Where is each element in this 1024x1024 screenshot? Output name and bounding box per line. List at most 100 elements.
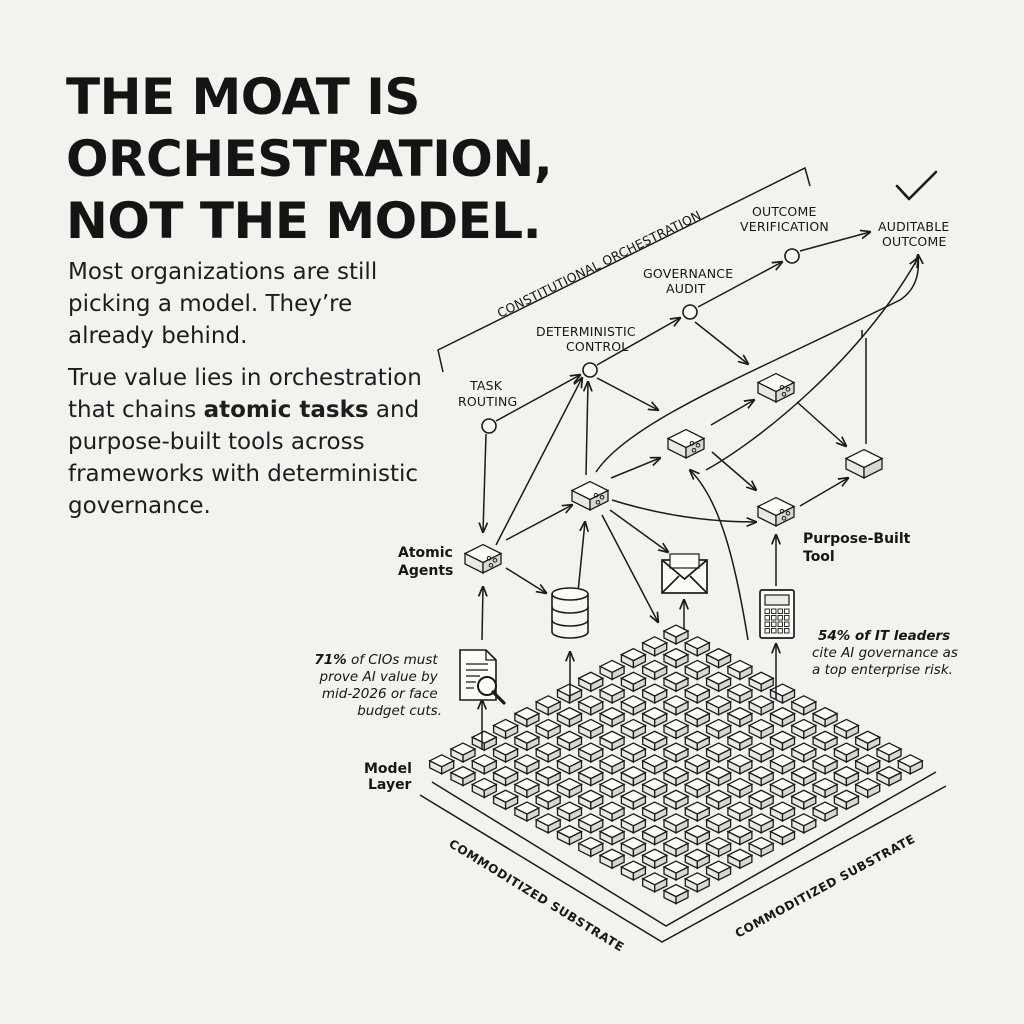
model-block: [790, 718, 818, 740]
model-block: [492, 789, 520, 811]
purpose-built-tool-cube: [756, 496, 796, 528]
model-block: [641, 683, 669, 705]
stat-cio: 71% of CIOs must prove AI value by mid-2…: [314, 652, 442, 719]
title-line-2: ORCHESTRATION,: [66, 130, 553, 188]
model-block: [662, 695, 690, 716]
model-block: [705, 813, 733, 834]
model-block: [492, 765, 520, 787]
network-cube-icon: [779, 385, 791, 397]
model-block: [769, 777, 796, 799]
model-block: [470, 730, 498, 752]
network-cube-icon: [779, 509, 791, 521]
model-block: [747, 836, 775, 858]
label-task-routing: TASK ROUTING: [458, 378, 517, 409]
network-cube-icon: [486, 556, 498, 568]
intro-text-before: True value lies in orchestration that ch…: [68, 365, 422, 423]
intro-paragraph-1: Most organizations are still picking a m…: [68, 259, 378, 349]
model-block: [683, 706, 711, 728]
model-block: [619, 671, 647, 693]
model-block: [619, 718, 647, 740]
node-governance-audit: [682, 304, 698, 320]
model-block: [662, 836, 690, 858]
model-block: [683, 754, 711, 775]
model-block: [662, 860, 690, 882]
orchestration-bracket: [437, 166, 811, 373]
model-block: [726, 801, 754, 823]
model-block: [619, 836, 647, 858]
stat-it-leaders: 54% of IT leaders cite AI governance as …: [812, 628, 962, 678]
model-block: [726, 848, 754, 870]
model-block: [641, 706, 669, 728]
model-block: [598, 848, 626, 870]
model-block: [556, 824, 583, 846]
model-block: [747, 695, 775, 716]
model-block: [811, 754, 839, 775]
node-outcome-verification: [784, 248, 800, 264]
model-block: [598, 706, 626, 728]
model-block: [747, 789, 775, 811]
task-cube-b: [666, 428, 706, 460]
model-block: [683, 824, 711, 846]
model-block: [428, 754, 456, 775]
model-block: [534, 718, 562, 740]
model-block: [534, 789, 562, 811]
model-block: [641, 754, 669, 775]
model-block: [619, 813, 647, 834]
model-block: [556, 754, 583, 775]
title-line-3: NOT THE MODEL.: [66, 192, 542, 250]
model-block: [641, 872, 669, 893]
substrate-base: [419, 771, 947, 943]
model-block: [683, 683, 711, 705]
model-block: [726, 683, 754, 705]
model-block: [683, 777, 711, 799]
atomic-agent-cube: [463, 543, 503, 575]
model-block: [513, 754, 541, 775]
model-block: [513, 777, 541, 799]
task-cube-d: [844, 448, 884, 480]
model-block: [790, 789, 818, 811]
model-block: [577, 671, 605, 693]
model-block: [662, 718, 690, 740]
model-block: [556, 777, 583, 799]
model-block: [832, 742, 860, 764]
envelope-icon: [661, 553, 708, 594]
model-block: [832, 765, 860, 787]
model-block: [705, 836, 733, 858]
pipeline-nodes: [481, 248, 800, 434]
label-atomic-agents: Atomic Agents: [398, 545, 458, 579]
model-block: [513, 706, 541, 728]
model-layer-grid: [428, 624, 924, 905]
model-block: [726, 706, 754, 728]
model-block: [747, 813, 775, 834]
model-block: [619, 765, 647, 787]
label-model-layer: Model Layer: [364, 761, 417, 793]
model-block: [598, 777, 626, 799]
model-block: [875, 742, 903, 764]
model-block: [513, 801, 541, 823]
model-block: [577, 695, 605, 716]
model-block: [598, 754, 626, 775]
model-block: [726, 754, 754, 775]
page-title: THE MOAT IS ORCHESTRATION, NOT THE MODEL…: [66, 66, 553, 252]
model-block: [854, 754, 882, 775]
model-block: [470, 754, 498, 775]
model-block: [577, 742, 605, 764]
model-block: [662, 813, 690, 834]
floating-cubes: [463, 372, 884, 575]
model-block: [641, 848, 669, 870]
model-block: [683, 636, 711, 657]
model-block: [705, 718, 733, 740]
model-block: [619, 860, 647, 882]
model-block: [726, 777, 754, 799]
node-task-routing: [481, 418, 497, 434]
model-block: [726, 730, 754, 752]
model-block: [747, 742, 775, 764]
network-cube-icon: [593, 493, 605, 505]
model-block: [577, 765, 605, 787]
model-block: [598, 659, 626, 681]
model-block: [619, 789, 647, 811]
model-block: [662, 671, 690, 693]
model-block: [854, 777, 882, 799]
model-block: [769, 801, 796, 823]
